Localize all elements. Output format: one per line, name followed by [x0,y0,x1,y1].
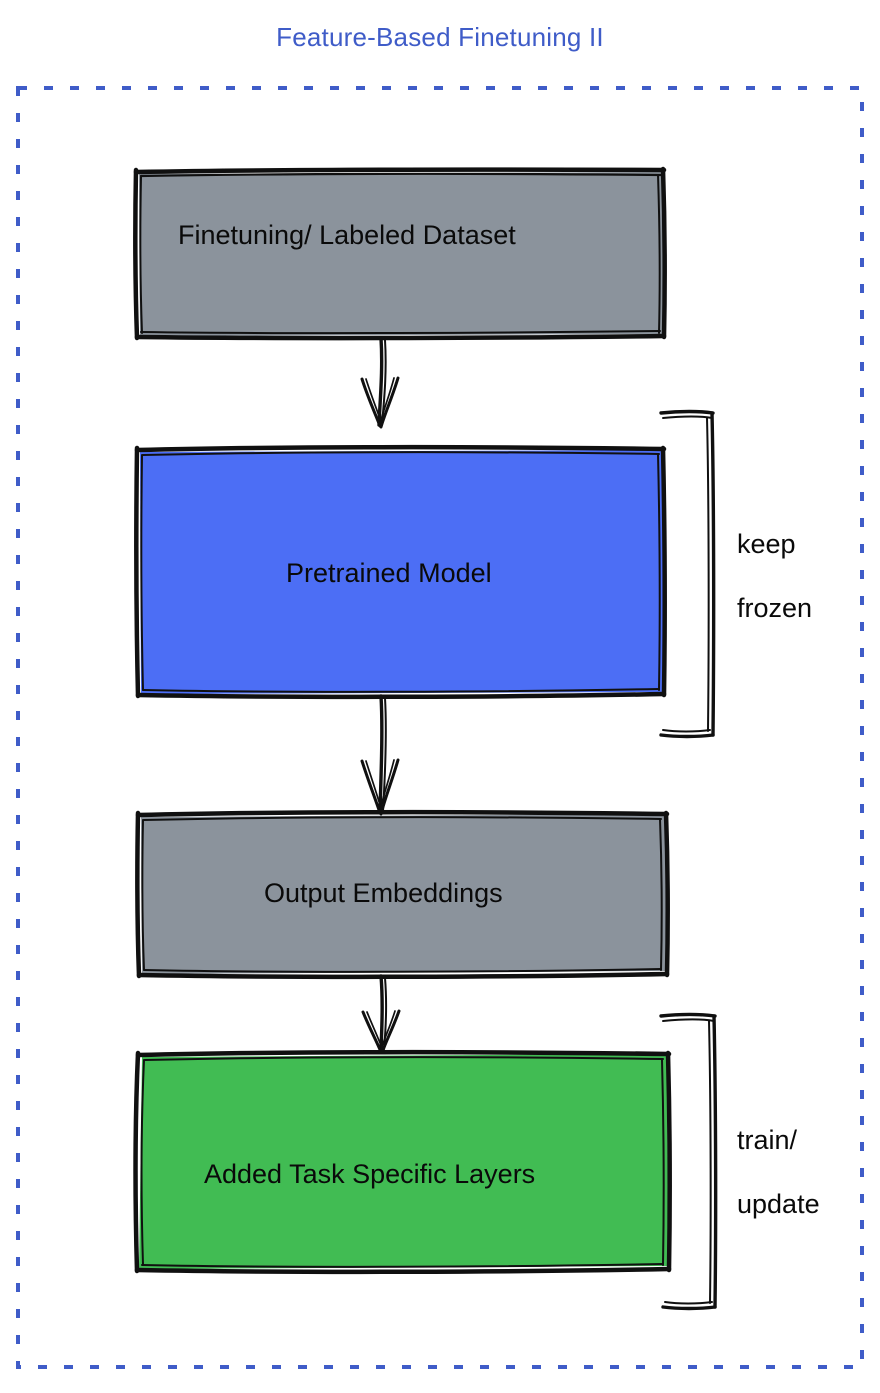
node-dataset-outline-top2 [139,172,663,178]
node-output-embeddings-outline-bottom [136,971,670,980]
annotation-train-update-line1: train/ [737,1124,798,1155]
edge-embeddings-to-layers [361,974,401,1055]
node-dataset-outline-bottom [134,333,667,341]
node-pretrained-model-fill [140,450,664,694]
node-task-layers-outline-bottom [134,1266,672,1275]
node-task-layers-outline-left [133,1050,141,1274]
arrowhead-down-3 [361,1010,383,1054]
node-output-embeddings-outline-top [135,809,670,818]
node-pretrained-model-outline-top [134,444,667,453]
annotation-keep-frozen-line1: keep [737,528,796,559]
node-dataset-outline-right [660,166,667,340]
node-dataset-outline-left [133,167,140,341]
edge-dataset-to-model [360,336,400,429]
annotation-train-update: train/ update [737,1093,820,1252]
annotation-keep-frozen-line2: frozen [737,592,813,623]
annotation-keep-frozen: keep frozen [737,497,812,656]
annotation-train-update-line2: update [737,1188,820,1219]
node-dataset-outline [133,167,667,175]
dashed-outer-frame [16,86,864,1369]
node-pretrained-model[interactable] [134,444,667,700]
node-task-layers-outline-top [135,1049,672,1058]
node-task-layers-outline-right [665,1050,672,1273]
node-dataset-outline-bottom2 [140,330,661,335]
bracket-train-update [659,1012,718,1311]
node-output-embeddings-outline-left [135,810,142,979]
node-task-layers-fill [139,1054,668,1269]
node-pretrained-model-outline-bottom [135,691,667,700]
node-dataset-outline-right2 [657,174,661,334]
edge-model-to-embeddings [360,694,400,816]
node-dataset[interactable] [133,166,667,341]
node-output-embeddings-fill [141,814,666,974]
node-dataset-outline-left2 [139,176,143,334]
bracket-keep-frozen [659,409,716,739]
node-pretrained-model-outline-left [134,445,141,699]
node-output-embeddings-outline-right [663,810,670,978]
node-pretrained-model-outline-right [660,445,667,698]
page-title: Feature-Based Finetuning II [276,22,604,52]
arrowhead-down-1 [360,377,382,428]
node-output-embeddings[interactable] [135,809,670,980]
node-dataset-fill [139,172,664,336]
arrowhead-down-2 [360,759,382,815]
node-task-layers[interactable] [133,1049,672,1275]
